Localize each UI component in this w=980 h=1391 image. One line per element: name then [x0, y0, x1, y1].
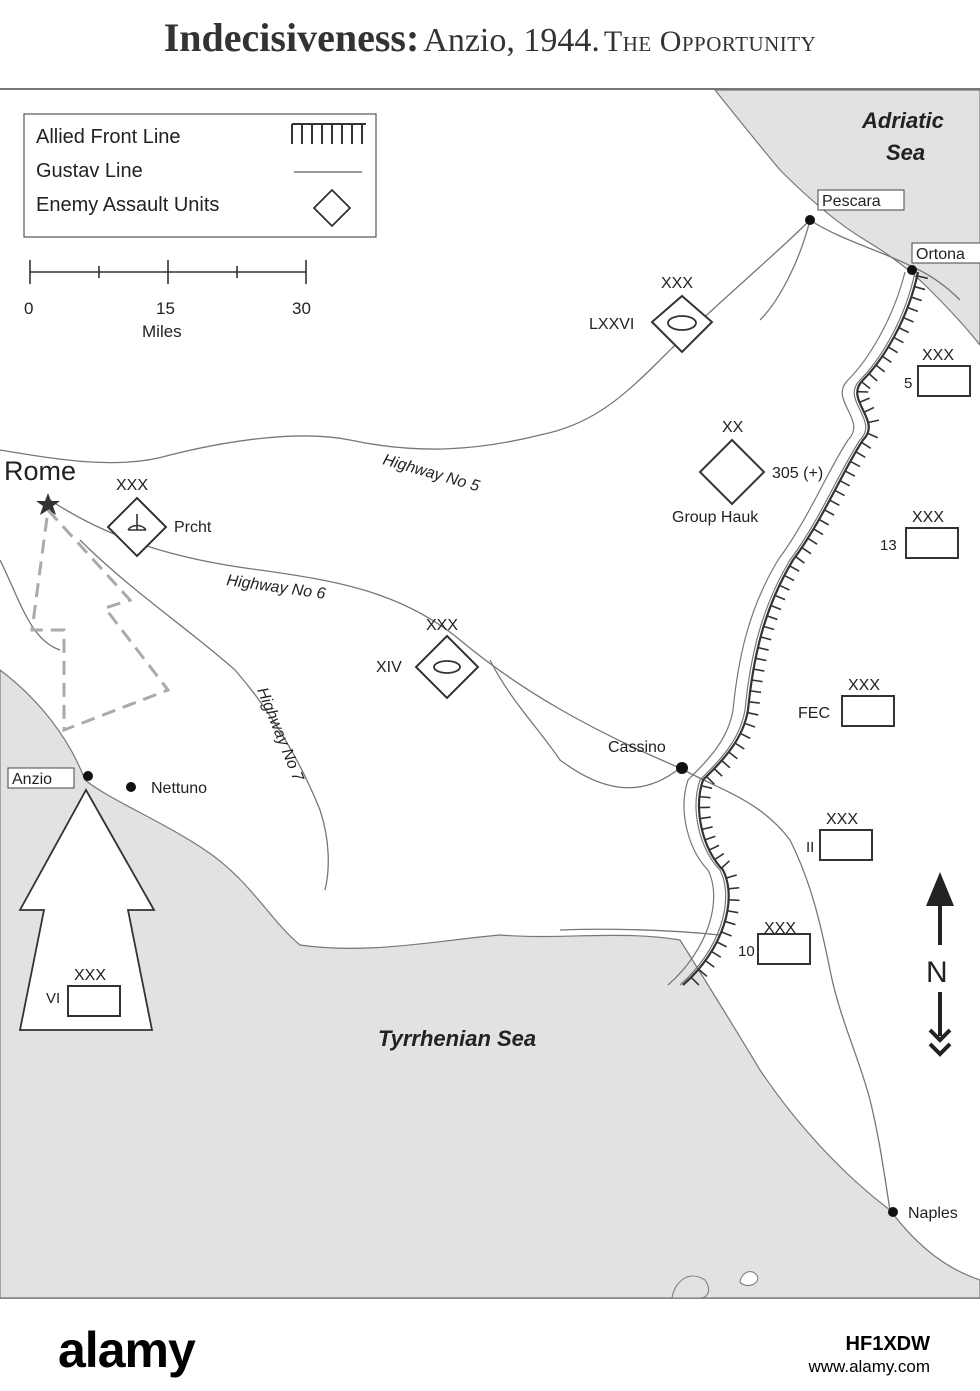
- svg-text:XX: XX: [722, 419, 744, 436]
- svg-text:Prcht: Prcht: [174, 519, 212, 536]
- title-bar: Indecisiveness: Anzio, 1944. The Opportu…: [0, 0, 980, 90]
- svg-text:XXX: XXX: [426, 617, 458, 634]
- svg-text:305 (+): 305 (+): [772, 465, 823, 482]
- svg-text:10: 10: [738, 943, 755, 960]
- svg-text:Rome: Rome: [4, 456, 76, 486]
- sea-label-adriatic-1: Adriatic: [861, 108, 944, 133]
- svg-text:II: II: [806, 839, 814, 856]
- svg-text:XXX: XXX: [848, 677, 880, 694]
- svg-text:XXX: XXX: [661, 275, 693, 292]
- svg-text:Anzio: Anzio: [12, 771, 52, 788]
- legend: Allied Front Line Gustav Line Enemy Assa…: [24, 114, 376, 237]
- svg-text:Ortona: Ortona: [916, 246, 965, 263]
- legend-gustav-label: Gustav Line: [36, 160, 143, 182]
- scale-15: 15: [156, 299, 175, 318]
- svg-text:VI: VI: [46, 990, 60, 1007]
- legend-allied-label: Allied Front Line: [36, 126, 181, 148]
- scale-unit: Miles: [142, 322, 182, 341]
- svg-text:FEC: FEC: [798, 705, 830, 722]
- alamy-logo: alamy: [58, 1321, 195, 1379]
- front-line-tick: [728, 888, 739, 889]
- svg-text:Pescara: Pescara: [822, 193, 881, 210]
- title-smallcaps: The Opportunity: [604, 25, 816, 58]
- svg-text:13: 13: [880, 537, 897, 554]
- map-title: Indecisiveness: Anzio, 1944. The Opportu…: [0, 14, 980, 61]
- svg-text:XXX: XXX: [912, 509, 944, 526]
- scale-0: 0: [24, 299, 33, 318]
- title-bold: Indecisiveness:: [164, 15, 420, 60]
- map: Allied Front Line Gustav Line Enemy Assa…: [0, 90, 980, 1298]
- svg-text:LXXVI: LXXVI: [589, 316, 634, 333]
- legend-enemy-label: Enemy Assault Units: [36, 194, 219, 216]
- sea-label-adriatic-2: Sea: [886, 140, 925, 165]
- sea-label-tyrrhenian: Tyrrhenian Sea: [378, 1026, 536, 1051]
- svg-text:XIV: XIV: [376, 659, 402, 676]
- svg-text:Nettuno: Nettuno: [151, 780, 207, 797]
- svg-text:Naples: Naples: [908, 1205, 958, 1222]
- svg-text:Group Hauk: Group Hauk: [672, 509, 759, 526]
- title-regular: Anzio, 1944.: [423, 22, 600, 59]
- image-id: HF1XDW: [846, 1333, 930, 1356]
- svg-text:XXX: XXX: [922, 347, 954, 364]
- svg-text:Cassino: Cassino: [608, 739, 666, 756]
- svg-text:N: N: [926, 956, 948, 989]
- scale-30: 30: [292, 299, 311, 318]
- front-line-tick: [729, 900, 740, 901]
- stock-watermark-footer: alamy HF1XDW www.alamy.com: [0, 1298, 980, 1391]
- front-line-tick: [700, 797, 711, 798]
- footer-url: www.alamy.com: [808, 1357, 930, 1377]
- svg-text:5: 5: [904, 375, 912, 392]
- svg-text:XXX: XXX: [116, 477, 148, 494]
- svg-text:XXX: XXX: [826, 811, 858, 828]
- svg-text:XXX: XXX: [74, 967, 106, 984]
